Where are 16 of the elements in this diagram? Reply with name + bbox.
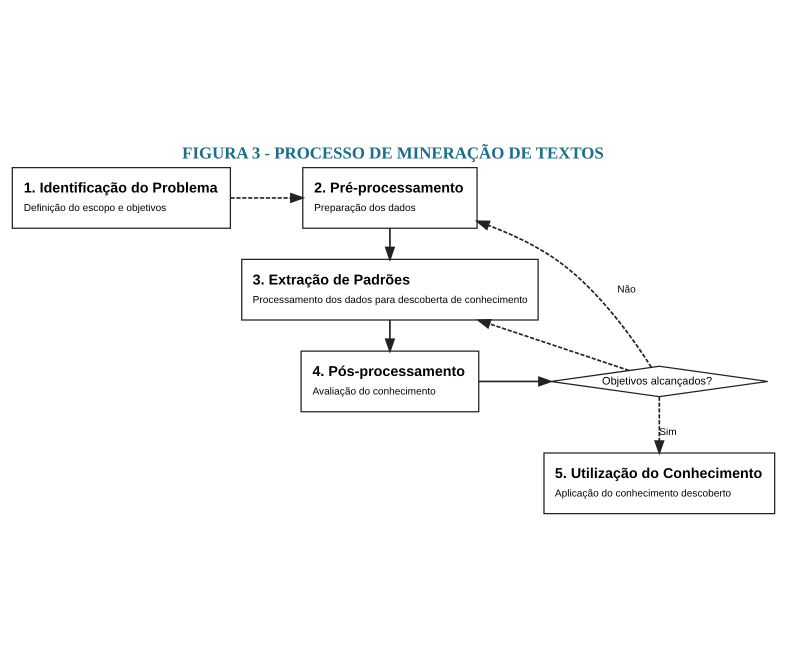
edge-label: Sim (659, 427, 677, 438)
node-diamond: Objetivos alcançados? (550, 366, 768, 398)
node-box: 2. Pré-processamento Preparação dos dados (302, 167, 478, 229)
diagram-title: FIGURA 3 - PROCESSO DE MINERAÇÃO DE TEXTOS (182, 143, 604, 162)
arrow (230, 192, 306, 204)
node-box: 5. Utilização do Conhecimento Aplicação do conhecimento descoberto (543, 452, 776, 514)
arrow (384, 320, 396, 354)
arrow (474, 220, 652, 368)
arrow (654, 396, 665, 456)
node-box: 3. Extração de Padrões Processamento dos dados para descoberta de conhecimento (241, 258, 539, 321)
arrow (476, 319, 630, 372)
node-box: 1. Identificação do Problema Definição do escopo e objetivos (12, 167, 232, 229)
edge-label: Não (617, 284, 636, 296)
arrow (384, 228, 396, 262)
arrow (478, 376, 554, 387)
node-box: 4. Pós-processamento Avaliação do conhecimento (300, 350, 480, 412)
